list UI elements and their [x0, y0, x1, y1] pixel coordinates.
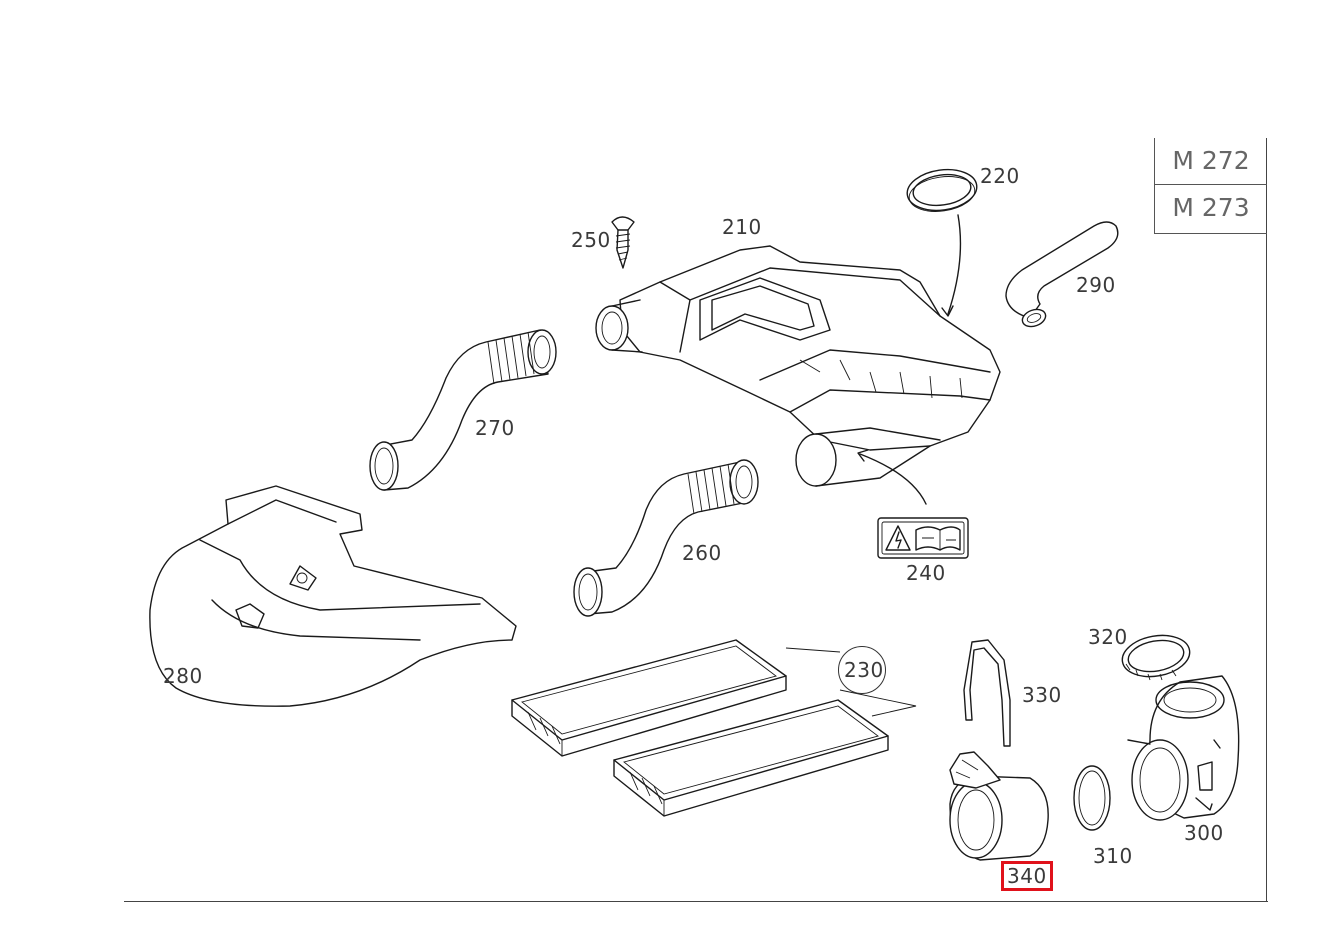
engine-code-box: M 272 M 273 — [1154, 138, 1267, 234]
part-label-310: 310 — [1093, 844, 1133, 868]
part-300-intake-housing[interactable] — [1127, 675, 1240, 821]
part-250-screw[interactable] — [611, 216, 635, 269]
part-310-ring[interactable] — [1073, 765, 1111, 831]
part-220-seal-ring[interactable] — [905, 165, 980, 317]
part-340-mass-air-flow-sensor[interactable] — [949, 751, 1049, 861]
part-330-gasket[interactable] — [963, 639, 1011, 747]
part-label-250: 250 — [571, 228, 611, 252]
part-290-hose[interactable] — [1005, 221, 1119, 330]
part-label-330: 330 — [1022, 683, 1062, 707]
part-280-engine-cover[interactable] — [149, 485, 517, 707]
part-230-filter-elements[interactable] — [511, 639, 917, 817]
part-270-intake-duct[interactable] — [369, 329, 557, 491]
part-label-220: 220 — [980, 164, 1020, 188]
part-210-air-filter-housing[interactable] — [595, 245, 1001, 487]
part-label-210: 210 — [722, 215, 762, 239]
part-label-270: 270 — [475, 416, 515, 440]
part-label-340-highlighted: 340 — [1001, 861, 1053, 891]
engine-code-m273: M 273 — [1172, 193, 1250, 222]
frame-bottom-line — [124, 901, 1268, 902]
part-240-warning-label[interactable] — [877, 517, 969, 559]
frame-right-line — [1266, 138, 1267, 902]
callout-circle-230 — [838, 646, 886, 694]
arrow-240-head — [857, 449, 869, 462]
engine-code-m272: M 272 — [1155, 138, 1267, 185]
part-label-300: 300 — [1184, 821, 1224, 845]
part-label-280: 280 — [163, 664, 203, 688]
part-label-290: 290 — [1076, 273, 1116, 297]
part-label-320: 320 — [1088, 625, 1128, 649]
part-260-intake-duct[interactable] — [573, 459, 759, 617]
arrow-240 — [859, 453, 927, 505]
part-320-clamp[interactable] — [1119, 630, 1193, 681]
part-label-260: 260 — [682, 541, 722, 565]
part-label-240: 240 — [906, 561, 946, 585]
